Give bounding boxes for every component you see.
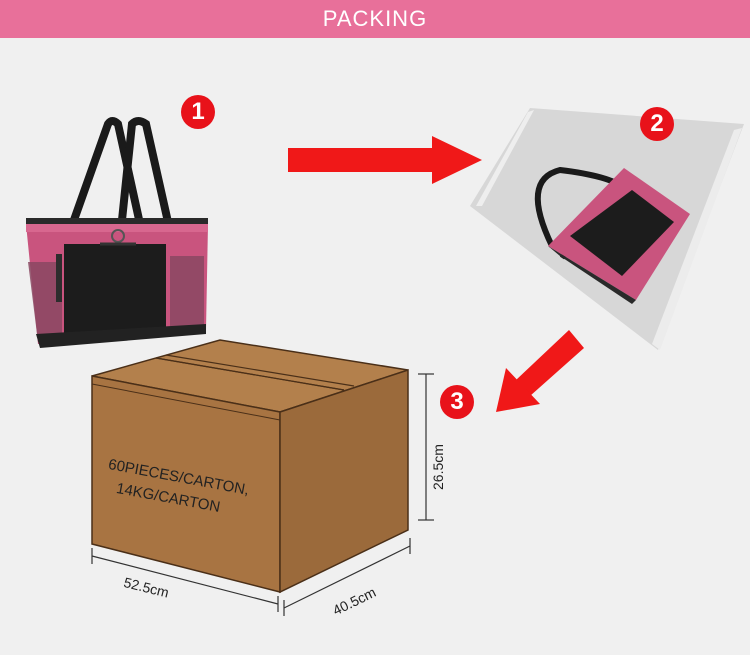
- step-3-badge: 3: [440, 385, 474, 419]
- tote-bag-icon: [26, 117, 208, 348]
- carton-height-label: 26.5cm: [430, 444, 446, 490]
- page-title: PACKING: [322, 6, 428, 31]
- header-banner: PACKING: [0, 0, 750, 38]
- arrow-down-left-icon: [496, 330, 584, 412]
- step-2-badge: 2: [640, 107, 674, 141]
- step-1-badge: 1: [181, 95, 215, 129]
- dimension-lines: [91, 373, 434, 616]
- polybag-icon: [470, 108, 744, 350]
- arrow-right-icon: [288, 136, 482, 184]
- carton-box-icon: [91, 339, 409, 594]
